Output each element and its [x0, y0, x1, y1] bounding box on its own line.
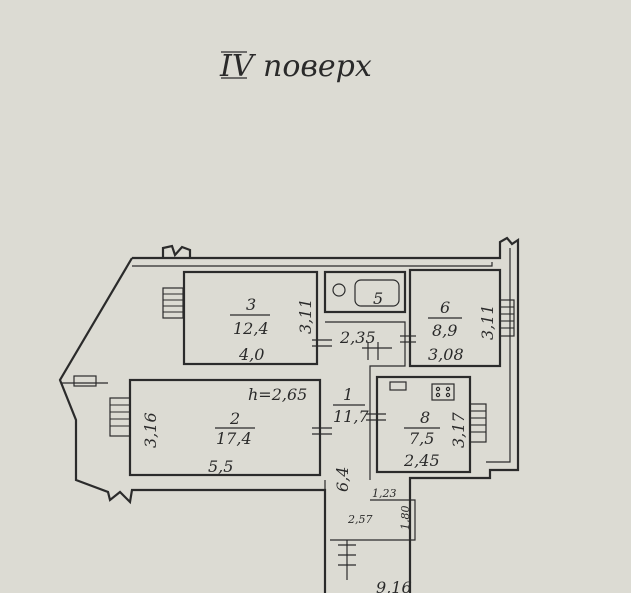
room-6-label: 6 — [440, 298, 450, 317]
room-3-area: 12,4 — [233, 319, 269, 338]
cutoff-note: 9,16 — [376, 578, 412, 593]
stove-icon — [431, 383, 455, 401]
stair-dim-b: 2,57 — [347, 513, 373, 526]
room-2-label: 2 — [229, 409, 240, 428]
floor-title: IV поверх — [219, 49, 372, 84]
room-3-label: 3 — [246, 295, 256, 314]
room-8-depth: 3,17 — [449, 412, 468, 448]
left-window-ledge — [62, 375, 108, 387]
room-1-label: 1 — [343, 385, 353, 404]
room-8-width: 2,45 — [403, 451, 440, 470]
bathroom-5-outline — [323, 270, 407, 314]
room-8-area: 7,5 — [409, 429, 434, 448]
room-3-depth: 3,11 — [296, 298, 315, 334]
room-6-area: 8,9 — [432, 321, 457, 340]
bathroom-5-label: 5 — [373, 289, 383, 308]
room-2-area: 17,4 — [216, 429, 252, 448]
room-3-outline — [182, 270, 319, 366]
stair-dim-c: 1,80 — [399, 506, 412, 531]
room-6-width: 3,08 — [428, 345, 464, 364]
room-1-area: 11,7 — [333, 407, 369, 426]
room-2-depth: 3,16 — [141, 412, 160, 448]
room-6-depth: 3,11 — [478, 304, 497, 340]
room-2-width: 5,5 — [208, 457, 233, 476]
room-3-width: 4,0 — [238, 345, 264, 364]
bathtub-icon — [354, 279, 400, 307]
toilet-icon — [332, 283, 346, 297]
room-8-window — [469, 403, 487, 443]
room-2-height: h=2,65 — [248, 385, 307, 404]
corridor-width: 2,35 — [339, 328, 376, 347]
room-2-window — [109, 397, 131, 437]
room-6-window — [499, 299, 515, 337]
outer-walls — [58, 236, 520, 593]
stair-area — [330, 499, 416, 580]
stair-dim-a: 1,23 — [372, 487, 397, 500]
room-8-label: 8 — [420, 408, 430, 427]
sink-icon — [389, 381, 407, 391]
corridor-walls — [324, 321, 406, 593]
room-3-window — [162, 287, 184, 319]
door-marks — [312, 335, 416, 435]
corridor-length: 6,4 — [333, 467, 352, 492]
